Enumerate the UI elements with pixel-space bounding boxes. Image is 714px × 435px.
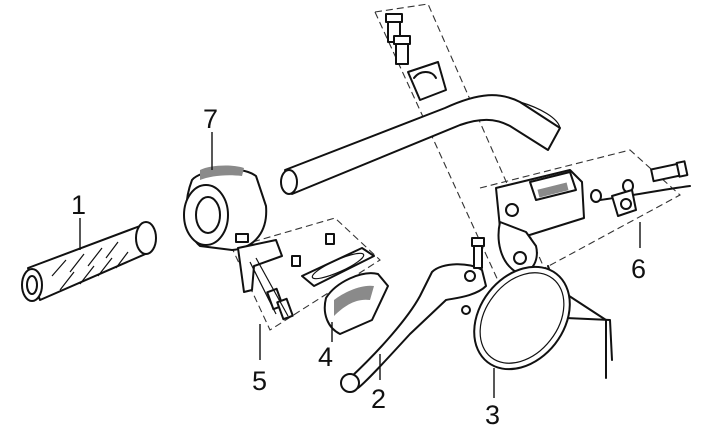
brake-hose-fitting: [590, 160, 691, 217]
brake-lever: [340, 237, 487, 393]
handlebar-grip: [21, 221, 157, 302]
callout-4: 4: [318, 342, 333, 372]
callout-leaders: [79, 132, 641, 398]
mounting-bracket: [237, 233, 335, 321]
callout-7: 7: [203, 104, 218, 134]
switch-housing: [183, 165, 268, 251]
callout-1: 1: [71, 190, 86, 220]
callout-6: 6: [631, 254, 646, 284]
handlebar-clamp: [385, 13, 447, 101]
rubber-cover: [323, 272, 389, 335]
callout-3: 3: [485, 400, 500, 430]
handlebar: [280, 94, 561, 195]
gasket-plate: [301, 247, 375, 287]
callout-5: 5: [252, 366, 267, 396]
rear-view-mirror: [473, 265, 613, 379]
callout-2: 2: [371, 384, 386, 414]
